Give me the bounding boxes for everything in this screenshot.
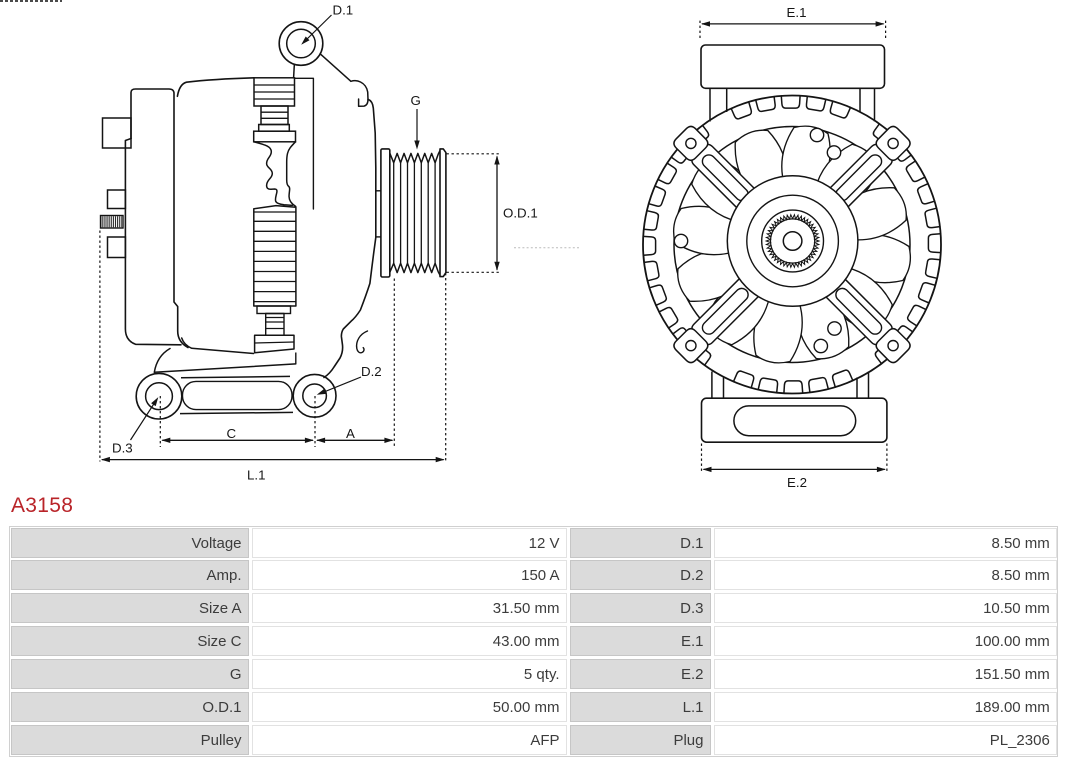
svg-text:G: G: [411, 93, 421, 108]
svg-text:E.1: E.1: [787, 5, 807, 20]
svg-text:O.D.1: O.D.1: [503, 206, 538, 221]
svg-text:C: C: [227, 426, 237, 441]
svg-text:D.3: D.3: [112, 441, 133, 456]
svg-text:E.2: E.2: [787, 475, 807, 490]
svg-text:A: A: [346, 426, 355, 441]
svg-text:D.2: D.2: [361, 364, 382, 379]
svg-text:D.1: D.1: [333, 3, 354, 18]
svg-text:L.1: L.1: [247, 468, 266, 483]
